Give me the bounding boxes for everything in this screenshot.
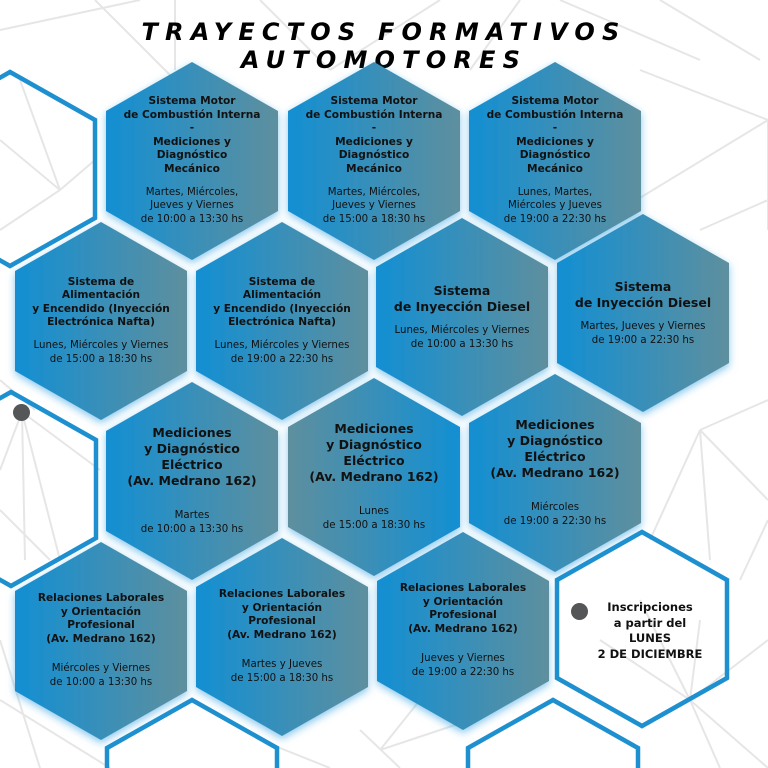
hexagon-shape xyxy=(376,218,548,416)
course-name: Sistema de Inyección Diesel xyxy=(393,282,531,314)
course-card[interactable]: Sistema de Alimentación y Encendido (Iny… xyxy=(196,222,368,420)
hexagon-shape xyxy=(288,62,460,260)
hexagon-shape xyxy=(196,538,368,736)
page-title: TRAYECTOS FORMATIVOS AUTOMOTORES xyxy=(141,18,627,74)
hexagon-shape xyxy=(196,222,368,420)
course-schedule: Miércoles de 19:00 a 22:30 hs xyxy=(503,502,607,527)
course-name: Sistema Motor de Combustión Interna - Me… xyxy=(486,95,624,175)
course-name: Relaciones Laborales y Orientación Profe… xyxy=(218,588,346,641)
hexagon-shape xyxy=(15,222,187,420)
course-card[interactable]: Sistema de Alimentación y Encendido (Iny… xyxy=(15,222,187,420)
course-schedule: Martes, Miércoles, Jueves y Viernes de 1… xyxy=(140,186,244,226)
course-card[interactable]: Mediciones y Diagnóstico Eléctrico (Av. … xyxy=(106,382,278,580)
course-name: Sistema Motor de Combustión Interna - Me… xyxy=(305,95,443,175)
course-name: Mediciones y Diagnóstico Eléctrico (Av. … xyxy=(309,421,439,485)
course-name: Mediciones y Diagnóstico Eléctrico (Av. … xyxy=(490,417,620,481)
course-schedule: Lunes, Martes, Miércoles y Jueves de 19:… xyxy=(503,186,607,226)
course-schedule: Lunes, Miércoles y Viernes de 10:00 a 13… xyxy=(394,324,530,350)
course-schedule: Miércoles y Viernes de 10:00 a 13:30 hs xyxy=(49,663,153,689)
hexagon-shape xyxy=(469,374,641,572)
course-schedule: Lunes de 15:00 a 18:30 hs xyxy=(322,506,426,531)
hexagon-shape xyxy=(377,532,549,730)
hexagon-shape xyxy=(557,214,729,412)
course-schedule: Martes y Jueves de 15:00 a 18:30 hs xyxy=(230,659,334,685)
hexagon-shape xyxy=(469,62,641,260)
course-card[interactable]: Mediciones y Diagnóstico Eléctrico (Av. … xyxy=(288,378,460,576)
course-card[interactable]: Sistema de Inyección Diesel Martes, Juev… xyxy=(557,214,729,412)
course-name: Sistema de Inyección Diesel xyxy=(574,278,712,310)
course-schedule: Martes, Miércoles, Jueves y Viernes de 1… xyxy=(322,186,426,226)
hexagon-shape xyxy=(106,382,278,580)
course-name: Mediciones y Diagnóstico Eléctrico (Av. … xyxy=(127,425,257,489)
registration-text: Inscripciones a partir del LUNES 2 DE DI… xyxy=(597,600,703,661)
course-card[interactable]: Relaciones Laborales y Orientación Profe… xyxy=(196,538,368,736)
course-schedule: Lunes, Miércoles y Viernes de 15:00 a 18… xyxy=(33,339,169,365)
decorative-dot xyxy=(571,603,588,620)
hexagon-shape xyxy=(106,62,278,260)
course-card[interactable]: Relaciones Laborales y Orientación Profe… xyxy=(15,542,187,740)
course-name: Sistema Motor de Combustión Interna - Me… xyxy=(123,95,261,175)
registration-card: Inscripciones a partir del LUNES 2 DE DI… xyxy=(556,532,728,730)
course-card[interactable]: Sistema Motor de Combustión Interna - Me… xyxy=(106,62,278,260)
hexagon-shape xyxy=(15,542,187,740)
course-schedule: Martes, Jueves y Viernes de 19:00 a 22:3… xyxy=(580,320,706,346)
course-schedule: Martes de 10:00 a 13:30 hs xyxy=(140,510,244,535)
decorative-dot xyxy=(13,404,30,421)
course-card[interactable]: Sistema de Inyección Diesel Lunes, Miérc… xyxy=(376,218,548,416)
course-schedule: Lunes, Miércoles y Viernes de 19:00 a 22… xyxy=(214,339,350,365)
course-schedule: Jueves y Viernes de 19:00 a 22:30 hs xyxy=(411,653,515,679)
course-card[interactable]: Sistema Motor de Combustión Interna - Me… xyxy=(469,62,641,260)
course-card[interactable]: Sistema Motor de Combustión Interna - Me… xyxy=(288,62,460,260)
course-name: Sistema de Alimentación y Encendido (Iny… xyxy=(213,275,351,329)
hexagon-shape xyxy=(288,378,460,576)
course-name: Relaciones Laborales y Orientación Profe… xyxy=(37,592,165,645)
course-card[interactable]: Relaciones Laborales y Orientación Profe… xyxy=(377,532,549,730)
course-name: Relaciones Laborales y Orientación Profe… xyxy=(399,582,527,635)
course-name: Sistema de Alimentación y Encendido (Iny… xyxy=(32,275,170,329)
course-card[interactable]: Mediciones y Diagnóstico Eléctrico (Av. … xyxy=(469,374,641,572)
